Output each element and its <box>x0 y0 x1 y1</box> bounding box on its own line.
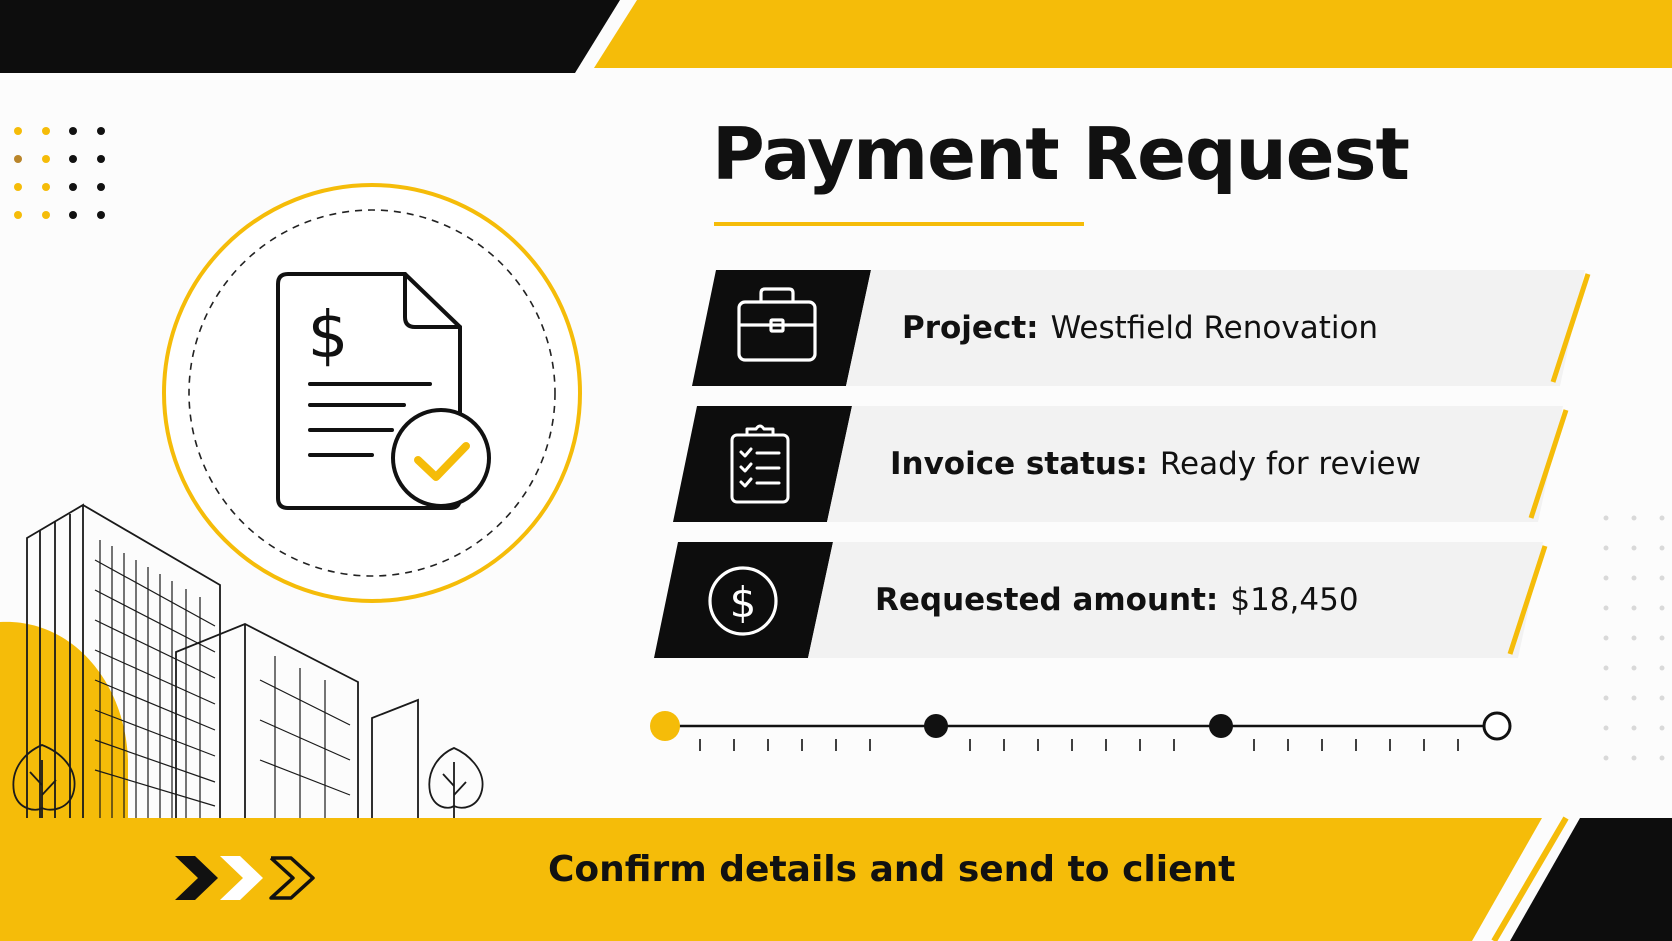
title-underline <box>714 222 1084 226</box>
cta-black-corner <box>1510 818 1672 941</box>
detail-row-graphics <box>654 270 1591 658</box>
progress-timeline <box>650 711 1512 751</box>
cta-yellow-band <box>0 818 1542 941</box>
detail-label: Project: <box>902 310 1039 346</box>
cta-confirm-send[interactable]: Confirm details and send to client <box>548 849 1236 890</box>
progress-step-4 <box>1482 711 1512 741</box>
dot-grid-right <box>1603 515 1665 761</box>
buildings-illustration <box>12 503 484 822</box>
clipboard-checklist-icon <box>730 424 790 504</box>
briefcase-icon <box>737 287 817 362</box>
detail-label: Invoice status: <box>890 446 1148 482</box>
document-dollar-symbol: $ <box>308 299 349 373</box>
check-badge-icon <box>391 408 491 508</box>
detail-row-invoice-status: Invoice status: Ready for review <box>0 406 1600 522</box>
top-black-bar <box>0 0 620 73</box>
dollar-circle-icon: $ <box>708 566 778 636</box>
page-title: Payment Request <box>712 112 1410 196</box>
detail-value: Westfield Renovation <box>1050 310 1379 346</box>
dot-grid-left <box>14 127 105 219</box>
illustration-dashed-ring <box>188 209 556 577</box>
top-yellow-bar <box>594 0 1672 68</box>
progress-step-3 <box>1209 714 1233 738</box>
detail-value: Ready for review <box>1159 446 1421 482</box>
detail-row-project: Project: Westfield Renovation <box>0 270 1600 386</box>
detail-label: Requested amount: <box>875 582 1219 618</box>
progress-step-2 <box>924 714 948 738</box>
detail-row-requested-amount: Requested amount: $18,450 <box>0 542 1600 658</box>
progress-step-1 <box>650 711 680 741</box>
svg-text:$: $ <box>730 578 757 627</box>
detail-value: $18,450 <box>1230 582 1359 618</box>
chevron-arrows-icon <box>175 856 315 900</box>
